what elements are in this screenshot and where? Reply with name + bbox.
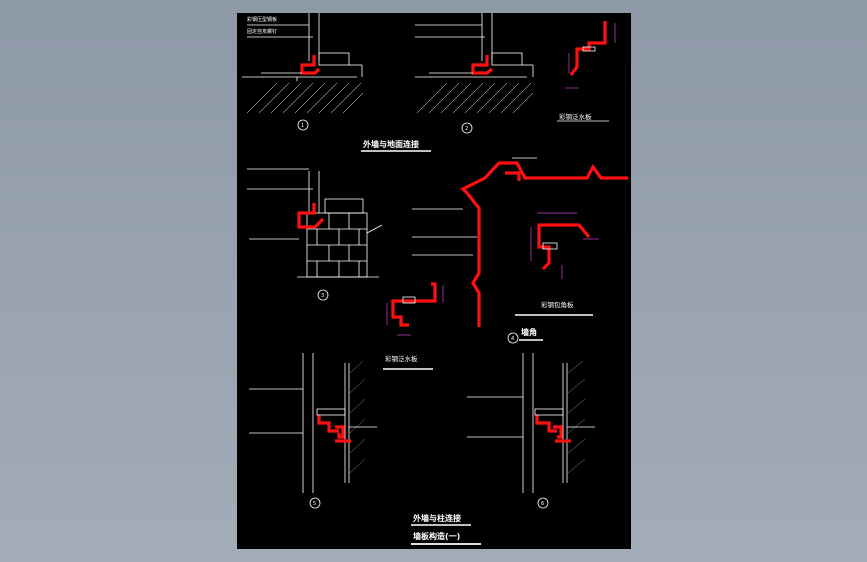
- detail-number-6: 6: [541, 501, 544, 507]
- detail-3-wall-base: 3: [247, 168, 383, 301]
- detail-2-hatch: [416, 82, 534, 114]
- detail-3-blocks: [307, 213, 367, 277]
- detail-6-wall-column: 6: [467, 353, 595, 509]
- title-sheet: 墙板构造(一): [413, 531, 460, 541]
- title-wall-ground-group: 外墙与地面连接: [361, 139, 431, 152]
- detail-number-5: 5: [313, 501, 316, 507]
- drawing-canvas: 彩钢压型钢板 固定自攻螺钉 1: [242, 13, 628, 545]
- detail-number-2: 2: [465, 126, 468, 132]
- d1-label-rivet: 固定自攻螺钉: [247, 28, 277, 35]
- detail-number-4: 4: [511, 336, 514, 342]
- title-wall-column: 外墙与柱连接: [413, 513, 461, 523]
- detail-number-3: 3: [321, 293, 324, 299]
- bottom-titles: 外墙与柱连接 墙板构造(一): [411, 513, 481, 545]
- corner-trim: 彩钢包角板: [515, 212, 599, 316]
- title-flashing-2: 彩钢泛水板: [385, 354, 418, 363]
- detail-6-hatch: [567, 360, 586, 474]
- title-wall-ground: 外墙与地面连接: [363, 139, 419, 149]
- detail-number-1: 1: [301, 123, 304, 129]
- detail-5-wall-column: 5: [249, 353, 377, 509]
- title-corner: 墙角: [521, 327, 537, 337]
- d1-label-panel: 彩钢压型钢板: [247, 16, 277, 23]
- detail-5-hatch: [349, 360, 366, 474]
- flashing-2: 彩钢泛水板: [383, 282, 444, 370]
- detail-1-red-flashing: [300, 55, 321, 75]
- title-flashing-1: 彩钢泛水板: [559, 112, 592, 121]
- flashing-1: 彩钢泛水板: [557, 21, 616, 122]
- detail-2-wall-ground: 2: [415, 13, 534, 134]
- drawing-sheet[interactable]: 彩钢压型钢板 固定自攻螺钉 1: [237, 13, 631, 549]
- detail-1-hatch: [246, 82, 364, 114]
- title-corner-trim: 彩钢包角板: [541, 300, 574, 309]
- detail-1-wall-ground: 彩钢压型钢板 固定自攻螺钉 1: [242, 13, 364, 131]
- detail-4-corner: 4 墙角: [412, 157, 628, 344]
